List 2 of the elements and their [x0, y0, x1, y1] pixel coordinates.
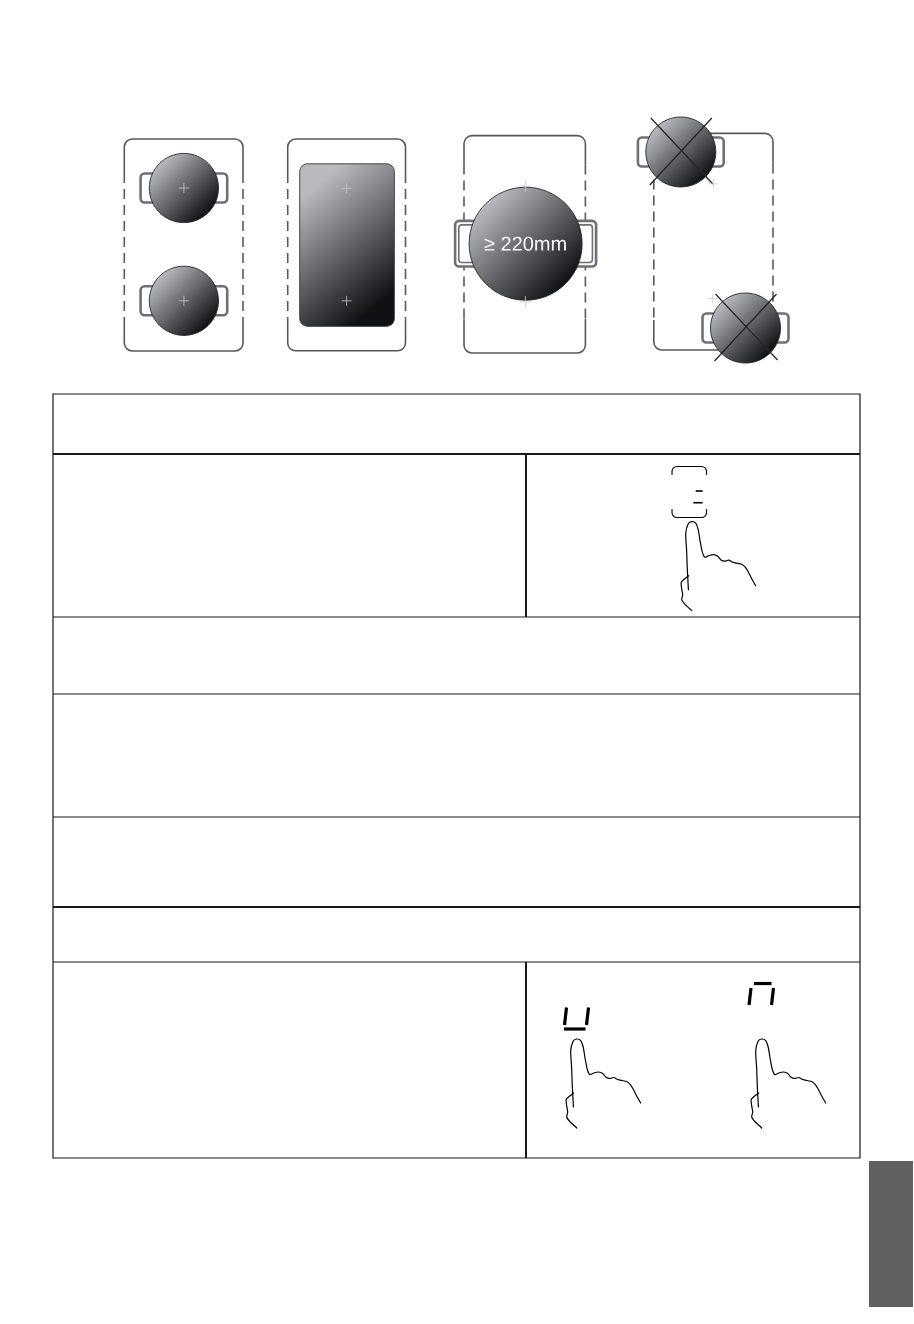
dimension-label: ≥ 220mm	[484, 236, 566, 251]
side-tab	[869, 1161, 913, 1307]
